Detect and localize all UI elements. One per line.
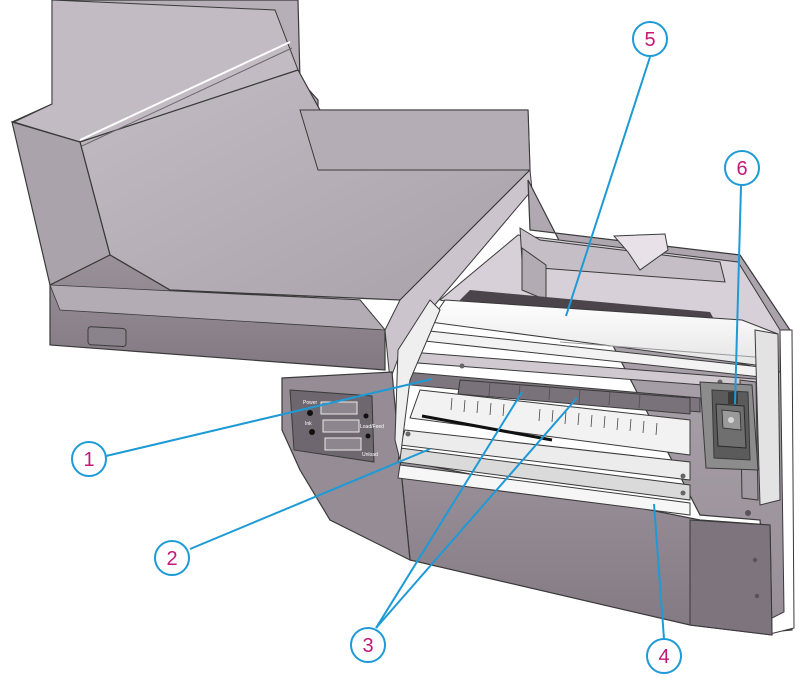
leader-line-2: [189, 448, 431, 550]
feed-led: [365, 433, 371, 439]
callout-label-2: 2: [166, 548, 177, 570]
ink-led: [309, 429, 315, 435]
callout-1: 1: [71, 441, 107, 477]
callout-5: 5: [632, 21, 668, 57]
unload-button[interactable]: [324, 437, 362, 451]
panel-label-load-feed: Load/Feed: [360, 424, 384, 430]
panel-label-ink: Ink: [305, 421, 312, 427]
leader-lines: [105, 56, 742, 640]
callout-label-4: 4: [658, 646, 669, 668]
leader-line-1: [105, 378, 433, 457]
panel-label-unload: Unload: [362, 452, 378, 458]
callout-label-6: 6: [736, 158, 747, 180]
leader-line-3a: [375, 391, 523, 629]
callout-2: 2: [154, 540, 190, 576]
leader-line-6: [734, 185, 742, 405]
callout-label-1: 1: [83, 449, 94, 471]
leader-line-4: [653, 503, 665, 640]
callout-label-5: 5: [644, 29, 655, 51]
leader-line-5: [565, 56, 651, 317]
power-led: [307, 410, 313, 416]
power-button[interactable]: [320, 401, 358, 415]
ink-button[interactable]: [322, 419, 360, 433]
callout-3: 3: [350, 627, 386, 663]
ink-cartridge-carriage: [699, 381, 759, 471]
callout-4: 4: [646, 638, 682, 674]
panel-label-power: Power: [303, 400, 318, 406]
leader-line-3b: [375, 397, 578, 629]
callout-label-3: 3: [362, 635, 373, 657]
status-led: [363, 413, 369, 419]
callout-6: 6: [724, 150, 760, 186]
